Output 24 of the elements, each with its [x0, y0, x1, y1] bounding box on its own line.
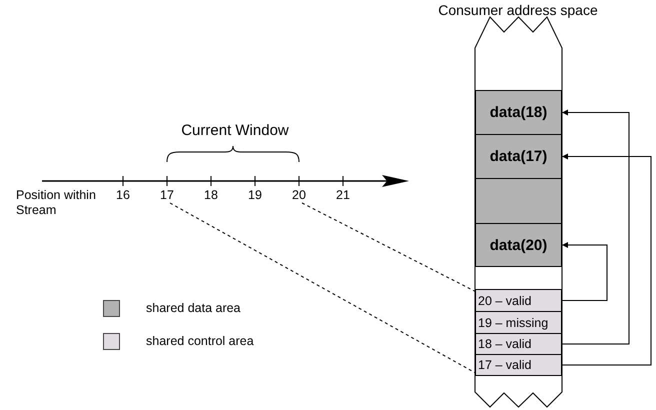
tick-label: 20 [292, 188, 308, 203]
window-label: Current Window [180, 122, 290, 140]
dashed-connector [302, 202, 476, 292]
tick-label: 17 [160, 188, 176, 203]
tick-label: 19 [248, 188, 263, 203]
legend-label: shared control area [146, 334, 254, 348]
dashed-connector [170, 202, 476, 374]
axis-label: Position within Stream [16, 188, 97, 218]
data-slot: data(17) [475, 134, 562, 179]
arrow [562, 154, 652, 366]
control-slot: 18 – valid [475, 333, 562, 355]
empty-data-slot [475, 178, 562, 224]
tick-label: 18 [204, 188, 219, 203]
control-slot: 19 – missing [475, 311, 562, 334]
control-slot: 17 – valid [475, 354, 562, 376]
column-heading: Consumer address space [437, 2, 599, 18]
legend-label: shared data area [146, 301, 241, 315]
data-slot: data(18) [475, 90, 562, 135]
arrow [562, 110, 630, 344]
control-slot: 20 – valid [475, 289, 562, 312]
tick-label: 21 [336, 188, 351, 203]
tick-label: 16 [116, 188, 131, 203]
arrow [562, 242, 608, 301]
data-slot: data(20) [475, 223, 562, 267]
